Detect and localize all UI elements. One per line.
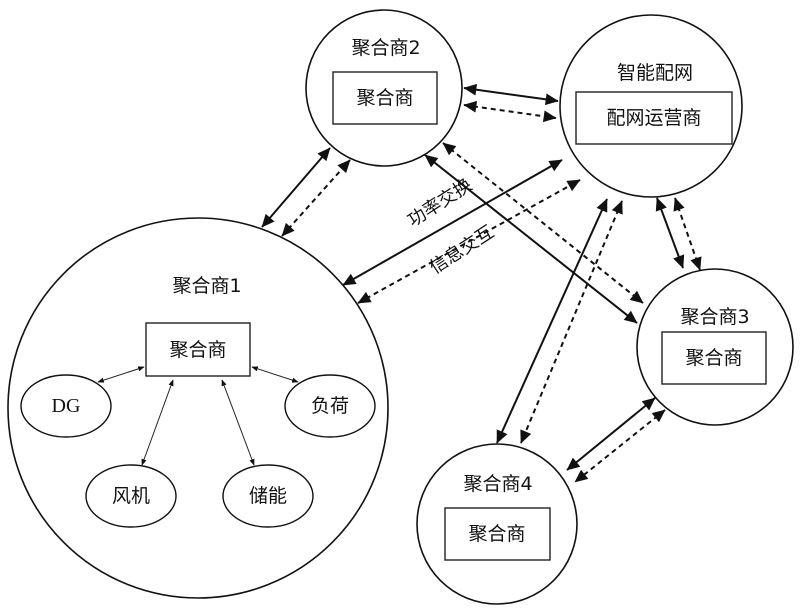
link-agg1-wind bbox=[141, 379, 174, 466]
aggregator-2-title: 聚合商2 bbox=[351, 37, 420, 59]
aggregator-4-node[interactable]: 聚合商4 聚合商 bbox=[416, 443, 578, 605]
resource-storage-label: 储能 bbox=[249, 485, 287, 507]
info-interaction-arrow-agg3-agg4 bbox=[574, 409, 666, 483]
power-exchange-arrow-grid-agg4 bbox=[496, 198, 608, 444]
link-agg1-dg bbox=[97, 366, 145, 383]
link-agg1-load bbox=[251, 366, 299, 383]
info-interaction-label: 信息交互 bbox=[426, 222, 498, 279]
power-exchange-arrow-agg1-agg2 bbox=[261, 147, 331, 228]
resource-load-label: 负荷 bbox=[311, 395, 349, 417]
aggregator-3-box[interactable] bbox=[661, 331, 767, 385]
aggregator-3-node[interactable]: 聚合商3 聚合商 bbox=[636, 268, 794, 426]
grid-operator-label: 配网运营商 bbox=[606, 107, 701, 129]
resource-load[interactable]: 负荷 bbox=[284, 374, 376, 438]
resource-wind-label: 风机 bbox=[112, 485, 150, 507]
info-interaction-arrow-grid-agg3 bbox=[673, 197, 702, 271]
info-interaction-arrow-grid-agg4 bbox=[520, 200, 623, 444]
aggregator-3-title: 聚合商3 bbox=[680, 306, 749, 328]
aggregator-3-box-label: 聚合商 bbox=[685, 347, 742, 369]
power-exchange-label: 功率交换 bbox=[404, 175, 476, 232]
info-interaction-arrow-agg1-agg2 bbox=[281, 159, 351, 237]
resource-dg-label: DG bbox=[52, 395, 81, 417]
grid-operator-box[interactable] bbox=[575, 91, 733, 145]
smart-grid-node[interactable]: 智能配网 配网运营商 bbox=[559, 14, 743, 198]
aggregator-4-box[interactable] bbox=[444, 507, 551, 561]
resource-wind[interactable]: 风机 bbox=[85, 464, 177, 528]
aggregator-4-title: 聚合商4 bbox=[463, 473, 532, 495]
info-interaction-arrow-agg2-grid bbox=[463, 100, 557, 123]
resource-dg[interactable]: DG bbox=[20, 374, 112, 438]
edges-layer bbox=[261, 83, 702, 483]
resource-storage[interactable]: 储能 bbox=[222, 464, 314, 528]
aggregator-1-node[interactable]: 聚合商1 聚合商 DG 负荷 风机 储能 bbox=[7, 217, 389, 599]
aggregator-4-box-label: 聚合商 bbox=[468, 523, 525, 545]
aggregator-1-title: 聚合商1 bbox=[172, 275, 241, 297]
power-exchange-arrow-agg2-grid bbox=[463, 83, 559, 106]
link-agg1-storage bbox=[221, 379, 255, 466]
aggregator-1-box[interactable] bbox=[145, 322, 251, 377]
smart-grid-title: 智能配网 bbox=[617, 62, 693, 84]
aggregator-1-box-label: 聚合商 bbox=[169, 339, 226, 361]
power-exchange-arrow-agg3-agg4 bbox=[566, 397, 656, 471]
aggregator-2-node[interactable]: 聚合商2 聚合商 bbox=[305, 9, 463, 167]
aggregator-2-box[interactable] bbox=[332, 71, 438, 125]
aggregator-2-box-label: 聚合商 bbox=[356, 87, 413, 109]
